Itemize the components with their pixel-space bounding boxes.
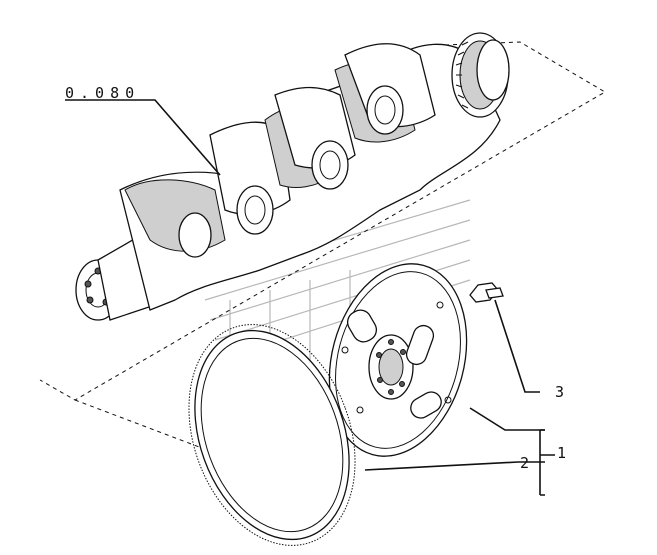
bolt	[469, 282, 504, 303]
crankshaft	[75, 32, 510, 321]
ring-gear	[188, 324, 356, 546]
leader-lines	[65, 99, 555, 496]
reference-label: 0.080	[65, 84, 140, 102]
callout-1: 1	[557, 444, 566, 462]
flywheel-plate	[328, 263, 468, 457]
callout-2: 2	[520, 454, 529, 472]
callout-3: 3	[555, 383, 564, 401]
